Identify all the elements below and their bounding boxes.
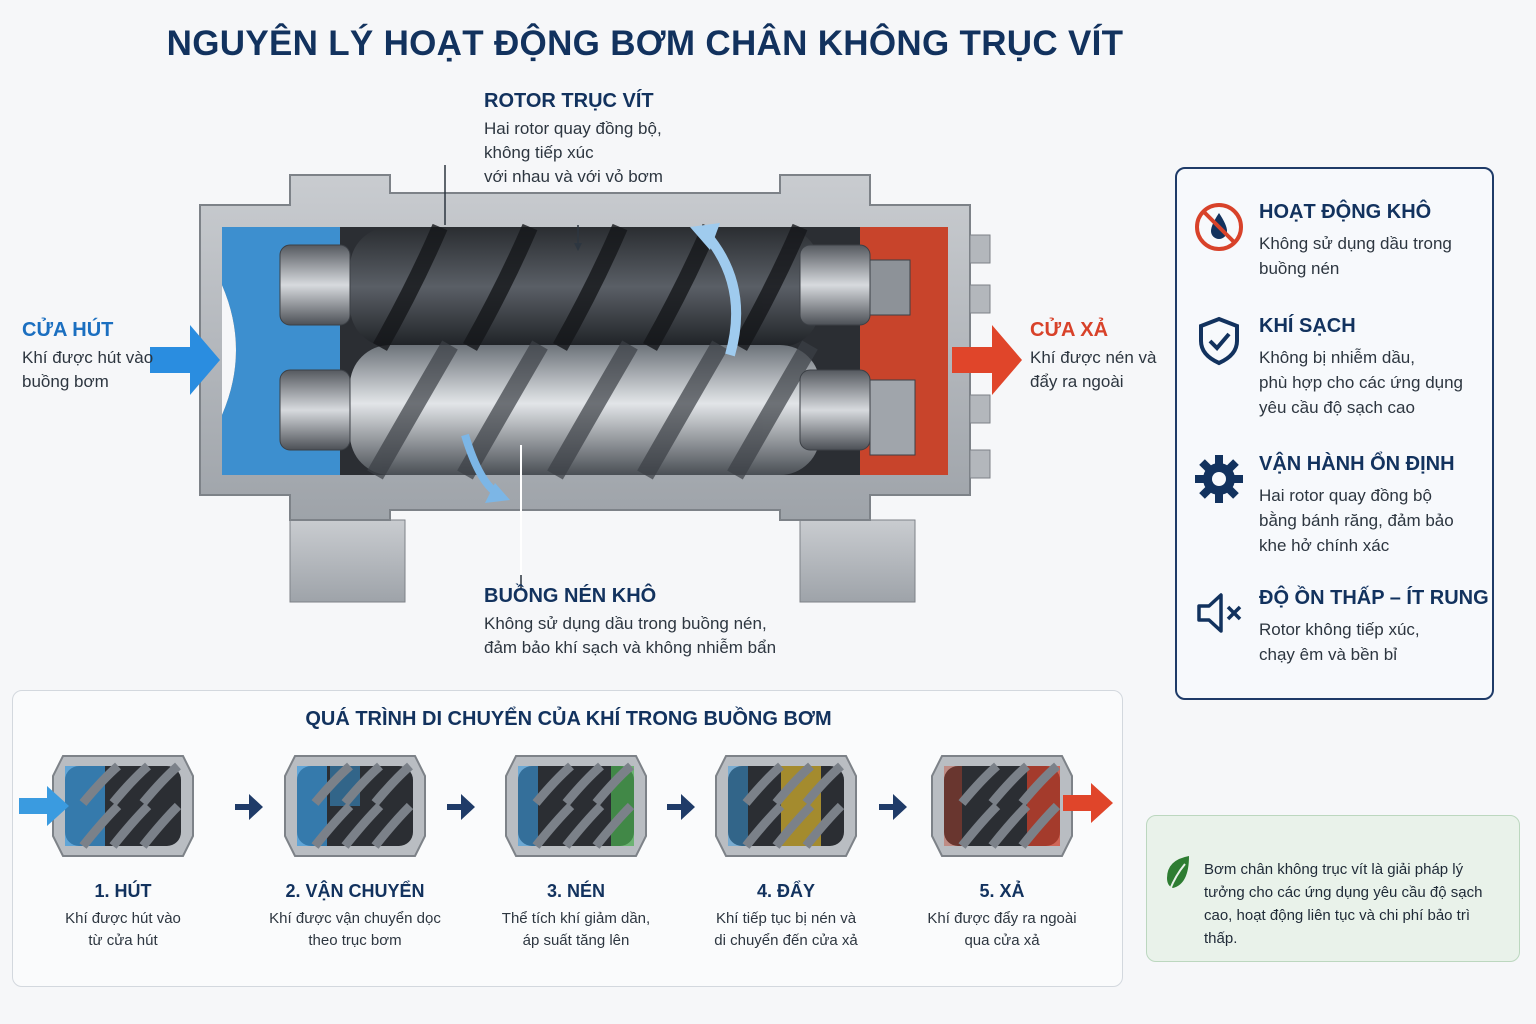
shield-check-icon bbox=[1199, 316, 1239, 366]
inlet-label-title: CỬA HÚT bbox=[22, 319, 114, 341]
step-4-diagram bbox=[715, 755, 857, 857]
chamber-label-title: BUỒNG NÉN KHÔ bbox=[484, 585, 657, 607]
step-2-diagram bbox=[284, 755, 426, 857]
feature-text: Không bị nhiễm dầu, phù hợp cho các ứng … bbox=[1259, 348, 1464, 417]
step-5-diagram bbox=[931, 755, 1073, 857]
inlet-flow-arrow bbox=[19, 786, 69, 826]
inlet-label-text: Khí được hút vào buồng bơm bbox=[22, 348, 154, 391]
rotor-label-text: Hai rotor quay đồng bộ, không tiếp xúc v… bbox=[484, 119, 663, 186]
chamber-label: BUỒNG NÉN KHÔ Không sử dụng dầu trong bu… bbox=[484, 585, 776, 660]
step-text: Khí được đẩy ra ngoài qua cửa xả bbox=[927, 910, 1077, 949]
feature-title: HOẠT ĐỘNG KHÔ bbox=[1259, 201, 1432, 223]
outlet-label-text: Khí được nén và đẩy ra ngoài bbox=[1030, 348, 1157, 391]
process-step-2: 2. VẬN CHUYỂN Khí được vận chuyển dọc th… bbox=[250, 741, 460, 952]
feature-title: ĐỘ ỒN THẤP – ÍT RUNG bbox=[1259, 587, 1489, 609]
step-text: Khí được hút vào từ cửa hút bbox=[65, 910, 181, 949]
step-text: Khí tiếp tục bị nén và di chuyển đến cửa… bbox=[714, 910, 858, 949]
step-title: 2. VẬN CHUYỂN bbox=[285, 881, 425, 901]
step-1-diagram bbox=[52, 755, 194, 857]
features-panel: HOẠT ĐỘNG KHÔ Không sử dụng dầu trong bu… bbox=[1175, 167, 1494, 700]
chevron-right-icon bbox=[879, 794, 907, 820]
step-title: 5. XẢ bbox=[979, 881, 1025, 901]
outlet-flow-arrow bbox=[1063, 783, 1113, 823]
outlet-label-title: CỬA XẢ bbox=[1030, 319, 1109, 341]
feature-text: Rotor không tiếp xúc, chạy êm và bền bỉ bbox=[1259, 620, 1420, 664]
no-oil-icon bbox=[1195, 203, 1243, 251]
process-title: QUÁ TRÌNH DI CHUYỂN CỦA KHÍ TRONG BUỒNG … bbox=[305, 708, 832, 730]
leaf-icon bbox=[1167, 856, 1189, 893]
process-step-3: 3. NÉN Thể tích khí giảm dần, áp suất tă… bbox=[471, 741, 681, 952]
inlet-label: CỬA HÚT Khí được hút vào buồng bơm bbox=[22, 319, 153, 394]
speaker-mute-icon bbox=[1197, 593, 1242, 633]
chevron-right-icon bbox=[447, 794, 475, 820]
outlet-label: CỬA XẢ Khí được nén và đẩy ra ngoài bbox=[1030, 319, 1157, 394]
step-title: 1. HÚT bbox=[94, 881, 152, 901]
rotor-label-title: ROTOR TRỤC VÍT bbox=[484, 90, 654, 112]
chevron-right-icon bbox=[235, 794, 263, 820]
process-step-5: 5. XẢ Khí được đẩy ra ngoài qua cửa xả bbox=[897, 741, 1107, 952]
process-step-4: 4. ĐẨY Khí tiếp tục bị nén và di chuyển … bbox=[681, 741, 891, 952]
inlet-arrow bbox=[150, 325, 220, 395]
gear-icon bbox=[1195, 455, 1243, 503]
pump-cross-section bbox=[199, 165, 991, 603]
chamber-label-text: Không sử dụng dầu trong buồng nén, đảm b… bbox=[484, 614, 777, 657]
step-text: Thể tích khí giảm dần, áp suất tăng lên bbox=[501, 910, 651, 949]
summary-note-text: Bơm chân không trục vít là giải pháp lý … bbox=[1204, 861, 1483, 947]
chevron-right-icon bbox=[667, 794, 695, 820]
feature-title: KHÍ SẠCH bbox=[1259, 315, 1356, 337]
process-section: QUÁ TRÌNH DI CHUYỂN CỦA KHÍ TRONG BUỒNG … bbox=[12, 690, 1123, 987]
outlet-arrow bbox=[952, 325, 1022, 395]
step-3-diagram bbox=[505, 755, 647, 857]
step-title: 4. ĐẨY bbox=[756, 881, 816, 901]
page-title: NGUYÊN LÝ HOẠT ĐỘNG BƠM CHÂN KHÔNG TRỤC … bbox=[166, 24, 1124, 63]
summary-note: Bơm chân không trục vít là giải pháp lý … bbox=[1146, 815, 1520, 962]
feature-text: Hai rotor quay đồng bộ bằng bánh răng, đ… bbox=[1259, 486, 1454, 555]
feature-title: VẬN HÀNH ỔN ĐỊNH bbox=[1259, 453, 1455, 475]
process-step-1: 1. HÚT Khí được hút vào từ cửa hút bbox=[18, 741, 228, 952]
step-text: Khí được vận chuyển dọc theo trục bơm bbox=[269, 910, 441, 949]
feature-text: Không sử dụng dầu trong buồng nén bbox=[1259, 234, 1452, 278]
rotor-label: ROTOR TRỤC VÍT Hai rotor quay đồng bộ, k… bbox=[484, 90, 663, 189]
step-title: 3. NÉN bbox=[546, 881, 606, 901]
